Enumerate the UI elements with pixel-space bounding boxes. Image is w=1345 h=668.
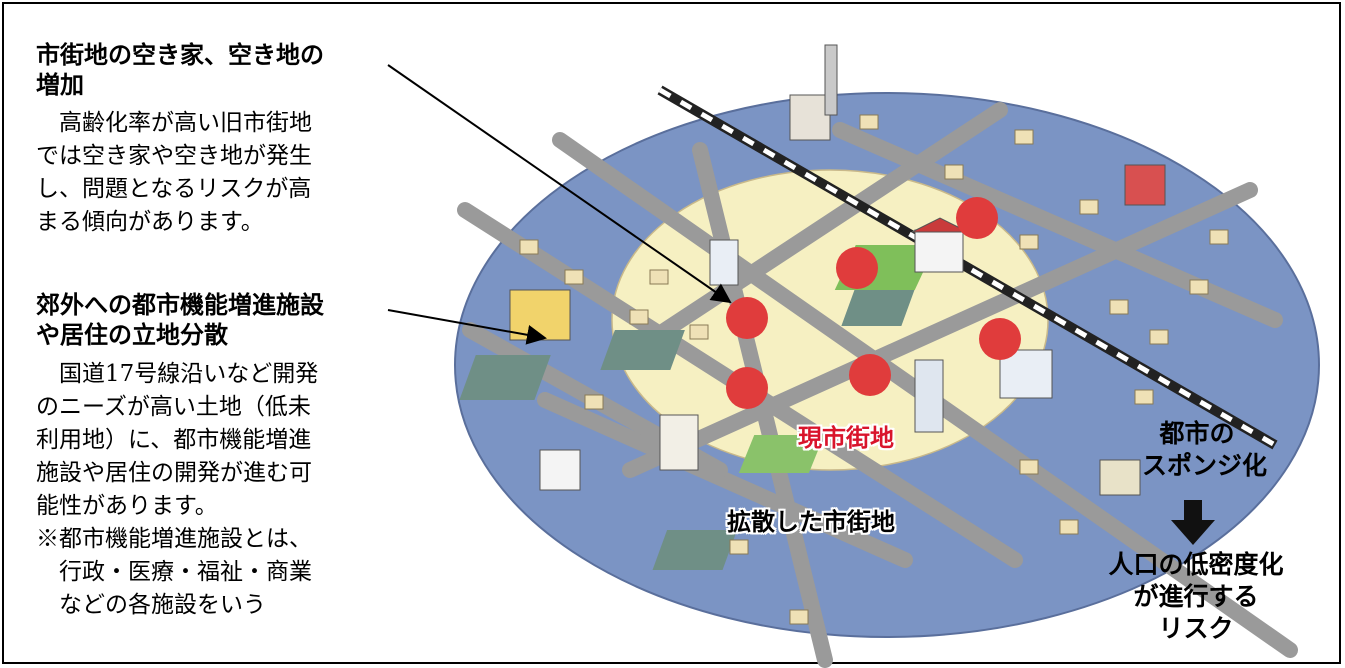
section2-heading-line: や居住の立地分散 <box>36 321 228 349</box>
vacancy-dot <box>726 367 768 409</box>
leader-arrow-sprawl <box>387 309 547 345</box>
section2-body-line: 国道17号線沿いなど開発 <box>36 361 319 387</box>
buildings <box>509 44 1166 496</box>
density-risk-label-line: リスク <box>1158 614 1234 643</box>
vacancy-dot <box>979 318 1021 360</box>
section2-note-line: などの各施設をいう <box>36 592 266 618</box>
section1-body-line: まる傾向があります。 <box>36 209 264 235</box>
section2-body: 国道17号線沿いなど開発 のニーズが高い土地（低未 利用地）に、都市機能増進 施… <box>36 358 318 622</box>
section2-body-line: のニーズが高い土地（低未 <box>36 394 311 420</box>
leader-arrow-vacancy <box>387 64 732 304</box>
section2-body-line: 利用地）に、都市機能増進 <box>36 427 312 453</box>
section1-body-line: 高齢化率が高い旧市街地 <box>36 110 312 136</box>
sponge-label-line: スポンジ化 <box>1142 451 1268 480</box>
down-arrow-icon <box>1171 500 1215 545</box>
vacancy-dot <box>956 197 998 239</box>
section1-heading-line: 増加 <box>36 71 84 99</box>
city-blocks <box>459 245 936 570</box>
section2-heading: 郊外への都市機能増進施設 や居住の立地分散 <box>36 290 324 350</box>
section2-body-line: 能性があります。 <box>36 493 218 519</box>
section1-heading-line: 市街地の空き家、空き地の <box>36 41 324 69</box>
section2-note-line: ※都市機能増進施設とは、 <box>36 526 312 552</box>
density-risk-label-line: 人口の低密度化 <box>1108 550 1284 579</box>
section1-body-line: では空き家や空き地が発生 <box>36 143 312 169</box>
vacancy-dot <box>726 297 768 339</box>
vacancy-dot <box>836 247 878 289</box>
section2-heading-line: 郊外への都市機能増進施設 <box>36 291 324 319</box>
section2-body-line: 施設や居住の開発が進む可 <box>36 460 312 486</box>
sponge-label: 都市の スポンジ化 <box>1142 418 1268 482</box>
expanded-urban-area-label: 拡散した市街地 <box>727 508 895 536</box>
houses <box>519 114 1229 625</box>
railway <box>657 85 1278 450</box>
vacancy-dot <box>849 354 891 396</box>
section2-note-line: 行政・医療・福祉・商業 <box>36 559 312 585</box>
section1-body-line: し、問題となるリスクが高 <box>36 176 312 202</box>
density-risk-label: 人口の低密度化 が進行する リスク <box>1098 549 1294 645</box>
section1-body: 高齢化率が高い旧市街地 では空き家や空き地が発生 し、問題となるリスクが高 まる… <box>36 107 312 239</box>
section1-heading: 市街地の空き家、空き地の 増加 <box>36 40 324 100</box>
density-risk-label-line: が進行する <box>1133 582 1259 611</box>
vacancy-markers <box>726 197 1021 409</box>
current-urban-area-label: 現市街地 <box>798 424 894 452</box>
sponge-label-line: 都市の <box>1159 419 1235 448</box>
